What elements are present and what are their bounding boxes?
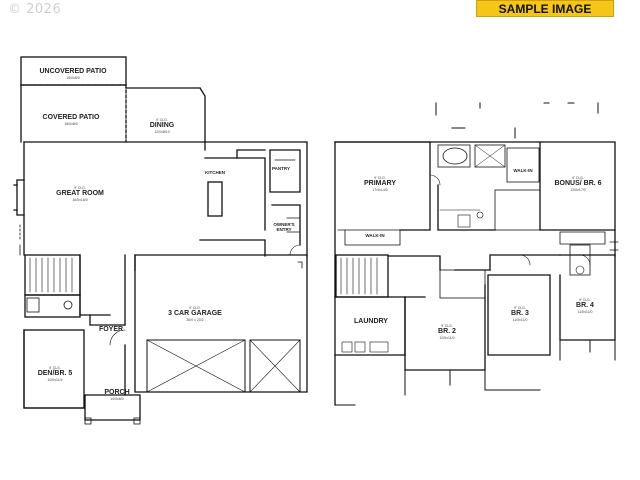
label-laundry: LAUNDRY — [354, 318, 388, 325]
label-great-room: 9' CLG. GREAT ROOM 16/0x16/0 — [56, 186, 104, 202]
label-pantry: PANTRY — [272, 166, 290, 171]
label-garage: 9' CLG. 3 CAR GARAGE 30/0 x 20/2 — [168, 306, 222, 322]
label-uncovered-patio: UNCOVERED PATIO 16/0x8/0 — [39, 68, 107, 80]
label-porch: PORCH 10/0x6/0 — [104, 389, 130, 401]
label-walk-in-bath: WALK-IN — [513, 168, 533, 173]
copyright-watermark: © 2026 — [8, 2, 62, 17]
sample-image-badge: SAMPLE IMAGE — [476, 0, 614, 17]
main-floor-walls — [13, 56, 308, 425]
label-dining: 9' CLG. DINING 12/0x8/10 — [149, 118, 175, 134]
label-br4: 9' CLG. BR. 4 11/0x11/0 — [576, 298, 594, 314]
label-den: 9' CLG. DEN/BR. 5 10/0x11/4 — [37, 366, 73, 382]
label-br3: 9' CLG. BR. 3 11/0x11/0 — [511, 306, 529, 322]
label-walk-in-primary: WALK-IN — [365, 233, 385, 238]
upper-floor-walls — [334, 102, 619, 406]
label-br2: 9' CLG. BR. 2 10/0x11/0 — [438, 324, 456, 340]
label-owners-entry: OWNER'S ENTRY — [273, 222, 295, 232]
label-bonus: 9' CLG. BONUS/ BR. 6 12/0x17/0 — [554, 176, 602, 192]
label-foyer: FOYER — [98, 326, 124, 333]
label-primary: 9' CLG. PRIMARY 17/4x14/0 — [363, 176, 397, 192]
label-kitchen: KITCHEN — [205, 170, 225, 175]
label-covered-patio: COVERED PATIO 16/0x8/0 — [42, 114, 100, 126]
